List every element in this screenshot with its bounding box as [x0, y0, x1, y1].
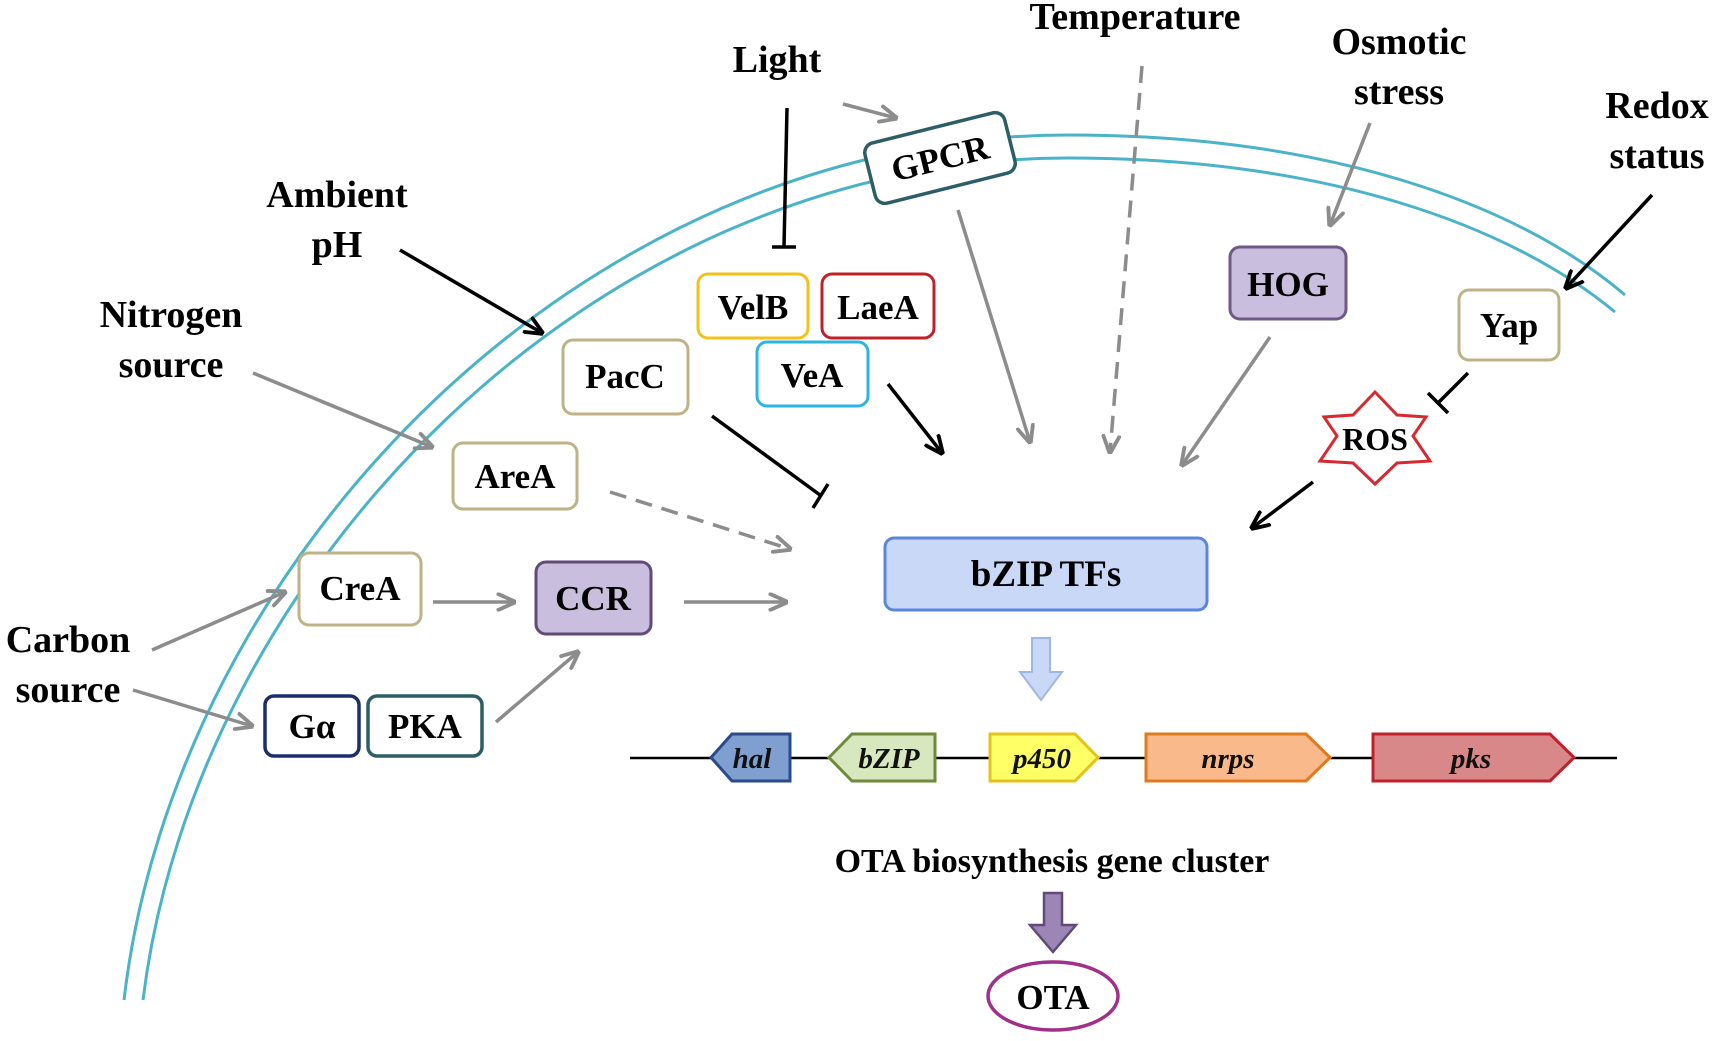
vea-to-bzip-arrow	[886, 382, 942, 453]
redox-to-yap-arrow	[1566, 193, 1654, 288]
temperature-to-bzip-dashed-arrow	[1110, 65, 1144, 452]
area-to-bzip-dashed-arrow	[609, 490, 790, 549]
ros-label: ROS	[1342, 421, 1408, 457]
pacc-node: PacC	[561, 338, 690, 416]
hog-node: HOG	[1228, 245, 1348, 321]
ros-node: ROS	[1317, 389, 1433, 487]
ota-node: OTA	[986, 960, 1120, 1032]
gene-pks: pks	[1371, 732, 1577, 783]
light-inhibits-velb-line	[782, 107, 789, 248]
gene-pks-label: pks	[1448, 743, 1491, 775]
laea-label: LaeA	[837, 288, 919, 327]
crea-label: CreA	[320, 569, 402, 608]
galpha-label: Gα	[289, 707, 336, 746]
vea-label: VeA	[781, 356, 845, 395]
ros-star-shape	[1317, 389, 1433, 487]
light-label: Light	[733, 39, 822, 81]
pacc-inhibits-bzip-line	[710, 414, 822, 497]
redox-status-label-line2: status	[1609, 135, 1704, 177]
yap-node: Yap	[1457, 288, 1561, 362]
gpcr-to-bzip-arrow	[956, 209, 1030, 442]
nitrogen-source-label-line2: source	[119, 344, 224, 386]
temperature-label: Temperature	[1029, 0, 1240, 38]
galpha-node: Gα	[263, 694, 361, 758]
cell-membrane-outer	[122, 133, 1626, 1001]
yap-inhibits-ros-bar	[1426, 391, 1450, 415]
redox-status-label-line1: Redox	[1605, 85, 1708, 127]
gene-hal-label: hal	[733, 743, 773, 775]
cluster-to-ota-block-arrow	[1027, 891, 1079, 954]
ccr-label: CCR	[555, 579, 632, 618]
gene-p450-label: p450	[1010, 743, 1071, 775]
area-node: AreA	[451, 441, 579, 511]
carbon-to-crea-arrow	[151, 592, 285, 652]
pka-label: PKA	[388, 707, 463, 746]
nitrogen-to-area-arrow	[252, 371, 432, 447]
nitrogen-source-label-line1: Nitrogen	[100, 294, 243, 336]
pacc-inhibits-bzip-bar	[811, 483, 830, 509]
gene-nrps: nrps	[1144, 732, 1333, 783]
velb-label: VelB	[718, 288, 789, 327]
gpcr-node: GPCR	[863, 110, 1017, 206]
ros-to-bzip-arrow	[1252, 480, 1315, 528]
yap-label: Yap	[1480, 306, 1538, 345]
osmotic-to-hog-arrow	[1330, 122, 1372, 225]
hog-label: HOG	[1247, 265, 1329, 304]
pacc-label: PacC	[585, 357, 665, 396]
gene-cluster-caption: OTA biosynthesis gene cluster	[835, 843, 1270, 880]
crea-node: CreA	[297, 551, 423, 627]
osmotic-stress-label-line2: stress	[1354, 71, 1444, 113]
pka-node: PKA	[366, 694, 484, 758]
gene-hal: hal	[708, 732, 792, 783]
bzip-tfs-node: bZIP TFs	[883, 536, 1209, 612]
gene-bzip: bZIP	[826, 732, 937, 783]
area-label: AreA	[475, 457, 557, 496]
gene-bzip-label: bZIP	[858, 743, 920, 775]
laea-node: LaeA	[820, 272, 936, 340]
bzip-to-cluster-block-arrow	[1018, 637, 1064, 702]
carbon-to-galpha-arrow	[132, 688, 252, 726]
yap-inhibits-ros-line	[1436, 371, 1470, 405]
ambient-ph-label-line1: Ambient	[266, 174, 408, 216]
bzip-tfs-label: bZIP TFs	[971, 554, 1121, 595]
cell-membrane-inner	[141, 156, 1616, 1001]
gene-p450: p450	[988, 732, 1101, 783]
vea-node: VeA	[755, 340, 870, 408]
ambient-ph-label-line2: pH	[312, 224, 363, 266]
velb-node: VelB	[696, 272, 810, 340]
ccr-node: CCR	[534, 560, 653, 636]
light-to-gpcr-arrow	[842, 102, 896, 118]
hog-to-bzip-arrow	[1182, 336, 1272, 465]
ph-to-pacc-arrow	[399, 248, 542, 333]
gene-nrps-label: nrps	[1201, 743, 1254, 775]
carbon-source-label-line1: Carbon	[6, 619, 131, 661]
carbon-source-label-line2: source	[16, 669, 121, 711]
ota-label: OTA	[1016, 978, 1090, 1017]
pka-to-ccr-arrow	[494, 652, 578, 724]
osmotic-stress-label-line1: Osmotic	[1331, 21, 1466, 63]
